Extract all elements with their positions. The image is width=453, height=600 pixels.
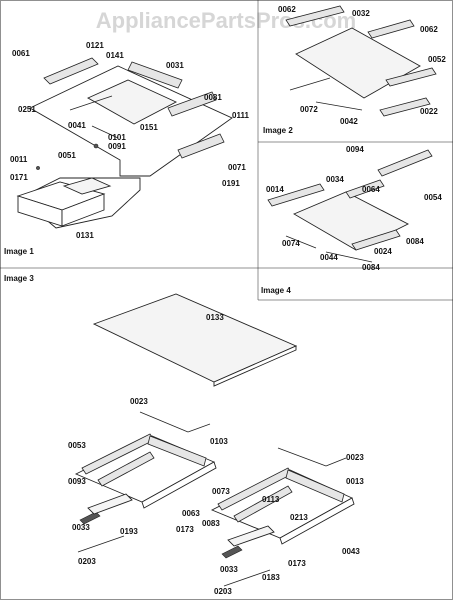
part-label: 0183: [262, 573, 280, 582]
part-label: 0101: [108, 133, 126, 142]
image-1-labels: 0061 0121 0141 0031 0251 0081 0041 0101 …: [10, 41, 249, 240]
part-label: 0023: [346, 453, 364, 462]
image-2-labels: 0062 0032 0062 0052 0072 0042 0022: [278, 5, 446, 126]
part-label: 0022: [420, 107, 438, 116]
part-label: 0011: [10, 155, 28, 164]
image-4-drawing: [267, 149, 433, 263]
part-label: 0203: [78, 557, 96, 566]
part-label: 0084: [406, 237, 424, 246]
part-label: 0173: [176, 525, 194, 534]
panel-label-image-2: Image 2: [263, 126, 293, 135]
part-label: 0053: [68, 441, 86, 450]
part-label: 0071: [228, 163, 246, 172]
part-label: 0113: [262, 495, 280, 504]
part-label: 0052: [428, 55, 446, 64]
part-label: 0014: [266, 185, 284, 194]
image-1-drawing: [16, 57, 233, 229]
part-label: 0171: [10, 173, 28, 182]
part-label: 0073: [212, 487, 230, 496]
part-label: 0074: [282, 239, 300, 248]
image-2-drawing: [285, 5, 437, 117]
part-label: 0133: [206, 313, 224, 322]
part-label: 0041: [68, 121, 86, 130]
image-3-labels: 0133 0023 0103 0053 0023 0093 0073 0013 …: [68, 313, 364, 596]
part-label: 0013: [346, 477, 364, 486]
part-label: 0034: [326, 175, 344, 184]
panel-label-image-4: Image 4: [261, 286, 291, 295]
part-label: 0031: [166, 61, 184, 70]
part-label: 0083: [202, 519, 220, 528]
part-label: 0131: [76, 231, 94, 240]
part-label: 0094: [346, 145, 364, 154]
part-label: 0064: [362, 185, 380, 194]
part-label: 0062: [420, 25, 438, 34]
part-label: 0061: [12, 49, 30, 58]
part-label: 0121: [86, 41, 104, 50]
part-label: 0042: [340, 117, 358, 126]
part-label: 0111: [232, 111, 249, 120]
watermark: AppliancePartsPros.com: [96, 8, 356, 33]
image-3-drawing: [74, 293, 355, 587]
part-label: 0213: [290, 513, 308, 522]
part-label: 0063: [182, 509, 200, 518]
panel-label-image-1: Image 1: [4, 247, 34, 256]
part-label: 0044: [320, 253, 338, 262]
part-label: 0191: [222, 179, 240, 188]
part-label: 0024: [374, 247, 392, 256]
part-label: 0103: [210, 437, 228, 446]
part-label: 0141: [106, 51, 124, 60]
panel-label-image-3: Image 3: [4, 274, 34, 283]
part-label: 0093: [68, 477, 86, 486]
part-label: 0173: [288, 559, 306, 568]
part-label: 0043: [342, 547, 360, 556]
part-label: 0062: [278, 5, 296, 14]
part-label: 0251: [18, 105, 36, 114]
part-label: 0072: [300, 105, 318, 114]
part-label: 0023: [130, 397, 148, 406]
part-label: 0033: [72, 523, 90, 532]
image-4-labels: 0094 0034 0064 0014 0054 0074 0044 0024 …: [266, 145, 442, 272]
part-label: 0084: [362, 263, 380, 272]
part-label: 0032: [352, 9, 370, 18]
part-label: 0091: [108, 142, 126, 151]
part-label: 0151: [140, 123, 158, 132]
part-label: 0051: [58, 151, 76, 160]
part-label: 0203: [214, 587, 232, 596]
part-label: 0193: [120, 527, 138, 536]
part-label: 0033: [220, 565, 238, 574]
part-label: 0054: [424, 193, 442, 202]
part-label: 0081: [204, 93, 222, 102]
